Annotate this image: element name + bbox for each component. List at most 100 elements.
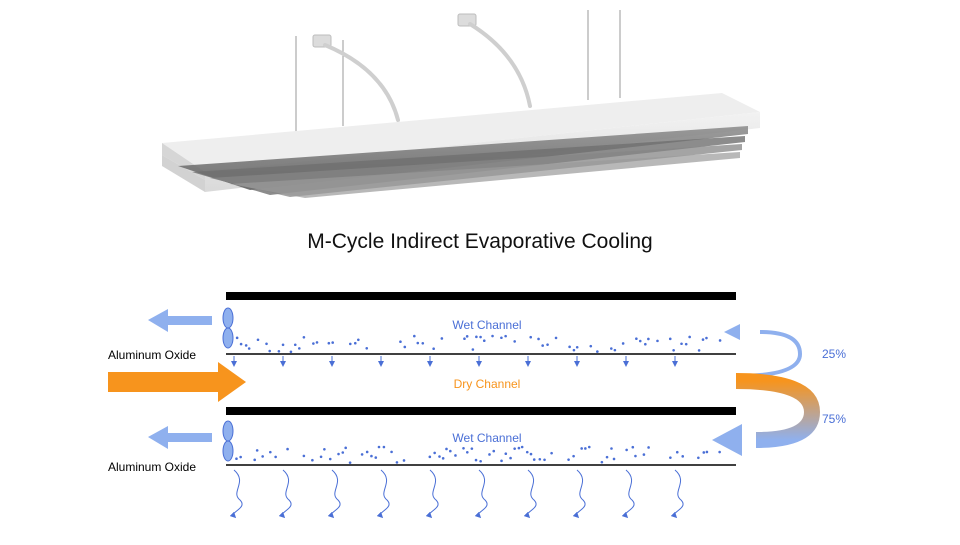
- water-droplet: [315, 341, 319, 344]
- water-droplet: [638, 339, 642, 343]
- water-droplet: [475, 335, 478, 339]
- water-droplet: [311, 458, 314, 462]
- water-droplet: [612, 457, 616, 461]
- water-droplet: [403, 345, 407, 349]
- water-droplet: [541, 344, 544, 347]
- water-droplet: [395, 461, 399, 464]
- water-droplet: [286, 447, 289, 451]
- wavy-evaporation-arrow: [327, 469, 341, 519]
- water-droplet: [348, 461, 352, 464]
- water-droplet: [625, 448, 628, 452]
- diagram-title: M-Cycle Indirect Evaporative Cooling: [307, 230, 653, 253]
- wavy-evaporation-arrow: [572, 469, 586, 519]
- water-droplet: [610, 347, 613, 350]
- water-droplet: [269, 450, 272, 454]
- water-droplet: [504, 452, 508, 456]
- water-droplet: [312, 342, 315, 345]
- water-droplet: [479, 335, 482, 339]
- water-droplet: [504, 334, 507, 338]
- water-droplet: [575, 345, 579, 349]
- water-droplet: [402, 459, 406, 462]
- water-droplet: [647, 337, 650, 341]
- evaporation-arrows-bottom: [229, 469, 684, 519]
- water-droplet: [543, 458, 546, 462]
- water-droplet: [538, 457, 542, 461]
- water-droplet: [705, 336, 708, 340]
- water-droplet: [697, 349, 701, 352]
- water-droplet: [568, 345, 571, 349]
- water-droplet: [298, 347, 301, 350]
- water-droplet: [631, 445, 635, 449]
- water-droplet: [454, 454, 457, 457]
- water-droplet: [465, 335, 469, 338]
- water-droplet: [610, 447, 613, 450]
- wet-channel-label-bottom: Wet Channel: [452, 431, 521, 445]
- water-droplet: [567, 458, 570, 461]
- wavy-evaporation-arrow: [425, 469, 439, 519]
- water-droplet: [532, 458, 536, 461]
- water-droplet: [642, 453, 646, 456]
- water-droplet: [587, 445, 591, 449]
- water-droplet: [327, 341, 331, 345]
- water-droplet: [513, 340, 516, 343]
- wet-channel-label-top: Wet Channel: [452, 318, 521, 332]
- water-droplet: [647, 446, 650, 449]
- water-droplet: [360, 453, 364, 456]
- wavy-evaporation-arrow: [474, 469, 488, 519]
- water-droplet: [265, 342, 268, 346]
- water-droplet: [672, 349, 675, 352]
- water-droplet: [268, 349, 272, 353]
- wavy-evaporation-arrow: [278, 469, 292, 519]
- water-droplet: [474, 458, 478, 462]
- split-75-label: 75%: [822, 412, 846, 426]
- water-droplet: [605, 455, 609, 459]
- water-droplet: [323, 447, 326, 451]
- aluminum-oxide-label-top: Aluminum Oxide: [108, 348, 196, 362]
- water-droplet: [261, 455, 264, 458]
- cooling-panel-illustration: [162, 10, 760, 198]
- water-droplet: [235, 336, 239, 340]
- water-droplet: [554, 336, 558, 340]
- exhaust-arrow-top: [148, 309, 212, 332]
- water-droplet: [465, 450, 469, 454]
- water-droplet: [529, 335, 533, 339]
- water-droplet: [491, 334, 494, 338]
- water-droplet: [644, 342, 647, 346]
- propeller-icon: [222, 420, 234, 462]
- water-droplet: [319, 455, 323, 459]
- water-droplet: [529, 452, 533, 456]
- water-droplet: [702, 451, 706, 454]
- water-droplet: [235, 457, 238, 461]
- water-droplet: [337, 452, 340, 456]
- water-droplet: [635, 337, 638, 340]
- water-droplet: [365, 450, 369, 454]
- water-droplet: [440, 337, 444, 340]
- wavy-evaporation-arrow: [229, 469, 243, 519]
- water-droplets-bottom: [235, 445, 721, 464]
- water-droplet: [705, 450, 709, 454]
- water-droplet: [253, 458, 256, 462]
- water-droplet: [462, 447, 465, 450]
- water-droplet: [584, 447, 587, 450]
- water-droplet: [416, 341, 420, 345]
- water-droplet: [520, 445, 524, 449]
- water-droplet: [509, 456, 512, 460]
- water-droplet: [550, 451, 553, 455]
- water-droplet: [684, 342, 688, 346]
- water-droplet: [681, 455, 685, 458]
- dry-channel-inlet-arrow: [108, 362, 246, 402]
- water-droplet: [688, 335, 691, 339]
- water-droplet: [517, 446, 521, 450]
- water-droplet: [500, 459, 503, 463]
- water-droplet: [572, 454, 575, 458]
- water-droplet: [675, 450, 679, 454]
- water-droplet: [293, 343, 297, 347]
- water-droplet: [433, 451, 436, 455]
- aluminum-oxide-label-bottom: Aluminum Oxide: [108, 460, 196, 474]
- water-droplet: [697, 456, 700, 460]
- water-droplet: [277, 349, 281, 353]
- water-droplet: [348, 342, 352, 346]
- water-droplet: [613, 348, 617, 352]
